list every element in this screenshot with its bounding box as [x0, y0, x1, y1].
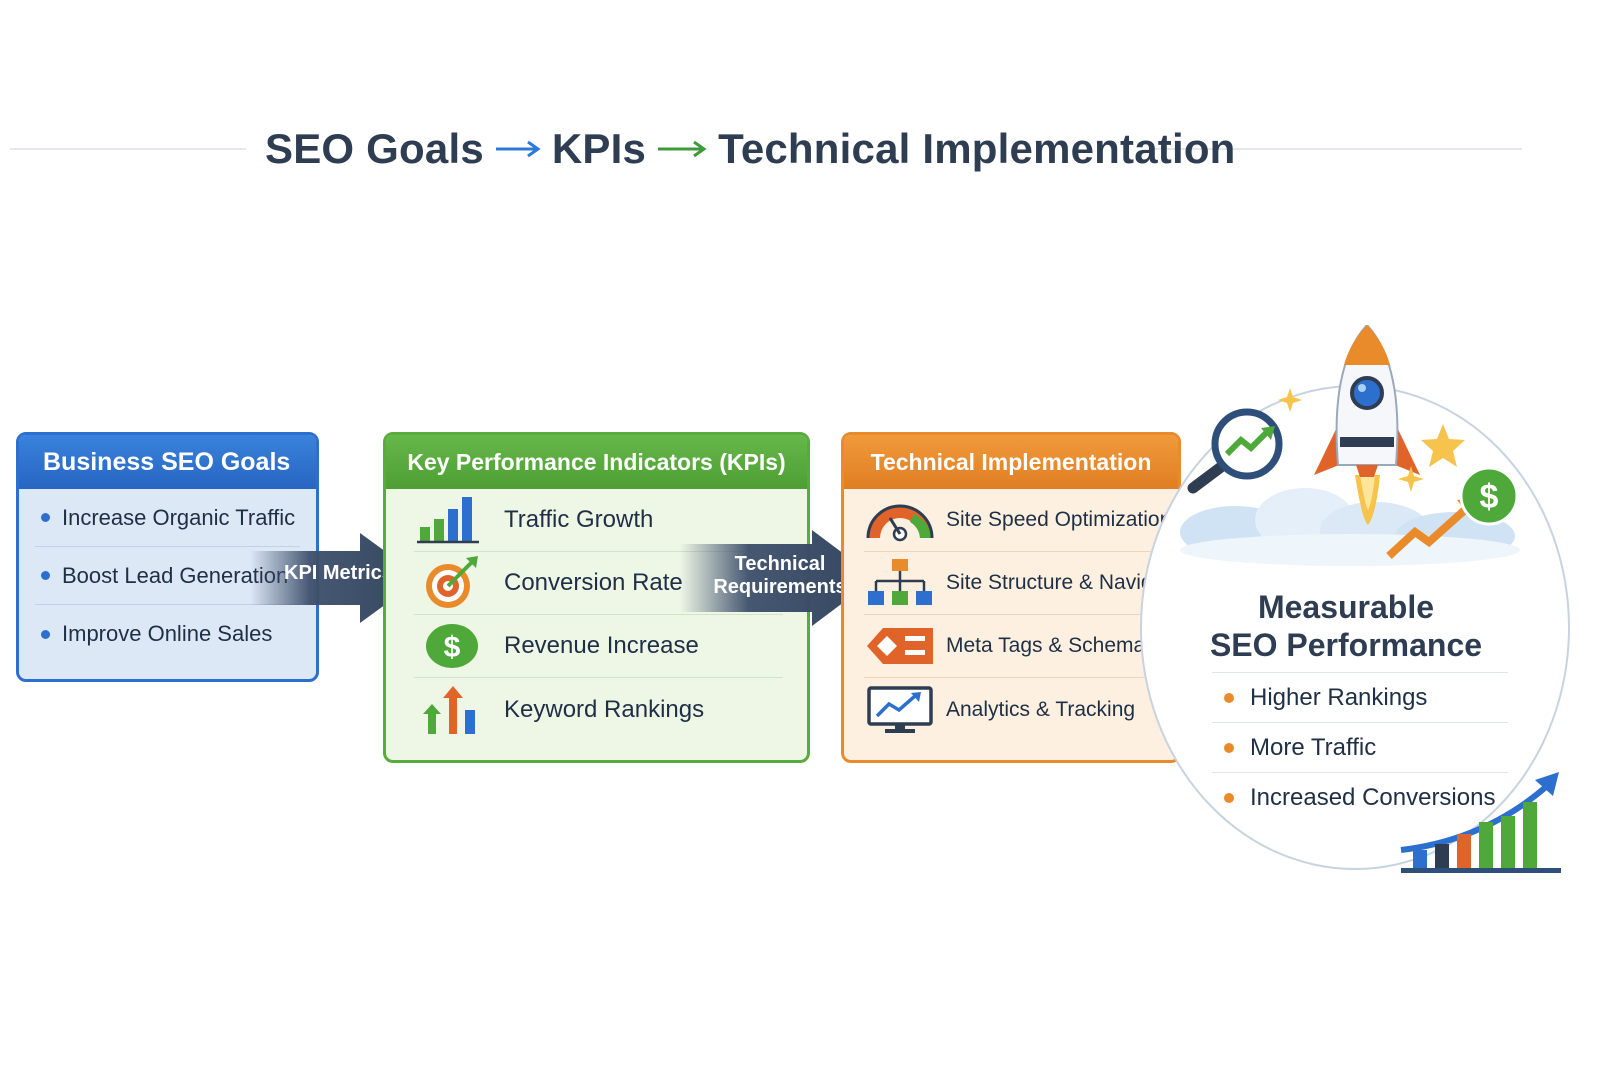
results-title-line1: Measurable: [1257, 589, 1435, 625]
title-seo-goals: SEO Goals: [265, 124, 484, 172]
technical-requirements-label: Technical Requirements: [710, 553, 850, 599]
list-item: Traffic Growth: [414, 489, 783, 552]
tag-icon: [864, 622, 936, 670]
bullet-icon: [41, 629, 50, 639]
title-technical: Technical Implementation: [718, 124, 1236, 172]
list-item: $ Revenue Increase: [414, 615, 783, 678]
page-title: SEO Goals KPIs Technical Implementation: [265, 122, 1236, 173]
technical-label: Site Speed Optimization: [946, 508, 1172, 531]
bullet-icon: [41, 513, 50, 522]
list-item: Conversion Rate: [414, 552, 783, 615]
results-list: Higher Rankings More Traffic Increased C…: [1212, 672, 1508, 822]
speedometer-icon: [864, 496, 936, 544]
kpi-heading: Key Performance Indicators (KPIs): [386, 435, 807, 489]
technical-label: Site Structure & Navigation: [946, 571, 1181, 594]
monitor-chart-icon: [864, 685, 936, 734]
list-item: Site Structure & Navigation: [864, 552, 1178, 615]
technical-requirements-line1: Technical: [734, 553, 826, 575]
title-row: SEO Goals KPIs Technical Implementation: [0, 110, 1600, 180]
kpi-label: Conversion Rate: [504, 569, 683, 596]
list-item: More Traffic: [1212, 722, 1508, 772]
result-label: Higher Rankings: [1250, 683, 1428, 711]
technical-requirements-arrow-icon: [680, 530, 876, 626]
list-item: Analytics & Tracking: [864, 678, 1172, 741]
kpi-metrics-arrow-icon: [250, 533, 422, 623]
target-icon: [414, 556, 490, 609]
title-kpis: KPIs: [551, 124, 647, 172]
star-icon: [1398, 466, 1424, 492]
goal-label: Improve Online Sales: [62, 621, 273, 646]
kpi-list: Traffic Growth Conversion Rate $ Revenue…: [386, 489, 807, 760]
goal-label: Increase Organic Traffic: [62, 504, 296, 530]
bullet-icon: [1224, 692, 1234, 703]
kpi-label: Traffic Growth: [504, 506, 654, 533]
technical-heading: Technical Implementation: [844, 435, 1178, 489]
kpi-metrics-label: KPI Metrics: [284, 562, 393, 584]
dollar-icon: $: [414, 620, 490, 672]
arrow-right-green-icon: [658, 140, 707, 158]
technical-label: Analytics & Tracking: [946, 697, 1136, 721]
arrow-right-blue-icon: [495, 140, 541, 158]
technical-label: Meta Tags & Schema: [946, 634, 1146, 657]
list-item: Meta Tags & Schema: [864, 615, 1172, 678]
list-item: Keyword Rankings: [414, 678, 783, 741]
svg-text:$: $: [444, 631, 461, 664]
svg-text:$: $: [1480, 478, 1499, 516]
technical-box: Technical Implementation Site Speed Opti…: [841, 432, 1181, 763]
rising-bars-icon: [414, 684, 490, 736]
star-icon: [1421, 424, 1465, 467]
technical-list: Site Speed Optimization Site Structure &…: [844, 489, 1178, 760]
growth-bar-chart-icon: [1400, 772, 1561, 873]
business-goals-list: Increase Organic Traffic Boost Lead Gene…: [19, 489, 316, 679]
rocket-icon: [1314, 325, 1420, 525]
title-rule-right: [1152, 148, 1522, 150]
technical-requirements-line2: Requirements: [713, 576, 847, 598]
sitemap-icon: [864, 559, 936, 607]
bar-chart-icon: [414, 494, 490, 546]
kpi-label: Revenue Increase: [504, 632, 699, 659]
results-title: Measurable SEO Performance: [1196, 588, 1496, 665]
list-item: Improve Online Sales: [35, 605, 300, 663]
result-label: Increased Conversions: [1250, 783, 1496, 811]
result-label: More Traffic: [1250, 733, 1377, 761]
business-goals-heading: Business SEO Goals: [19, 435, 316, 489]
star-icon: [1278, 388, 1302, 412]
list-item: Site Speed Optimization: [864, 489, 1172, 552]
kpi-label: Keyword Rankings: [504, 695, 705, 723]
business-goals-box: Business SEO Goals Increase Organic Traf…: [16, 432, 319, 682]
list-item: Increase Organic Traffic: [35, 489, 300, 547]
title-rule-left: [10, 148, 246, 150]
bullet-icon: [1224, 792, 1234, 803]
bullet-icon: [1224, 742, 1234, 753]
bullet-icon: [41, 571, 50, 580]
list-item: Increased Conversions: [1212, 772, 1508, 822]
results-title-line2: SEO Performance: [1209, 627, 1483, 664]
dollar-growth-icon: $: [1386, 468, 1519, 559]
magnifier-chart-icon: [1187, 408, 1283, 494]
list-item: Higher Rankings: [1212, 672, 1508, 722]
